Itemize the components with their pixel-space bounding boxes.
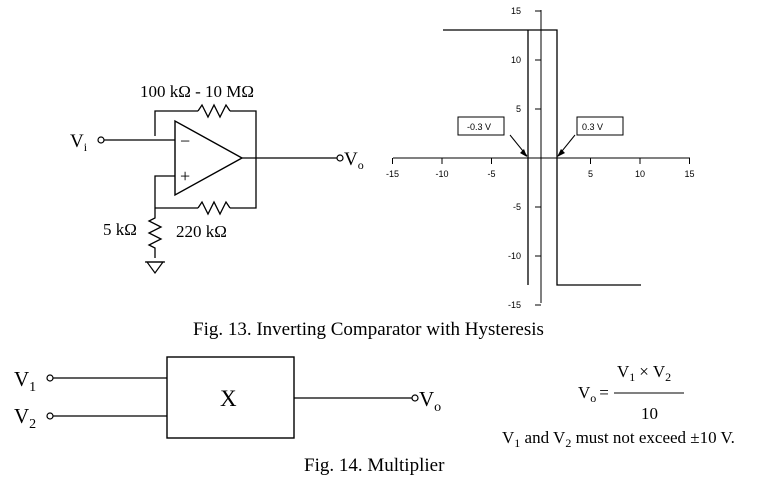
multiplier-block: [166, 356, 295, 439]
hysteresis-resistor-label: 220 kΩ: [176, 222, 227, 241]
threshold-left-arrowhead: [520, 149, 527, 157]
formula-lhs: Vo=: [578, 383, 609, 405]
threshold-left-label: -0.3 V: [467, 122, 491, 132]
threshold-right-arrowhead: [557, 149, 565, 157]
threshold-right-box: [576, 116, 624, 136]
x-tick-label: -10: [435, 169, 448, 179]
comparator-circuit: 100 kΩ - 10 MΩ Vi − + Vo 220 kΩ 5 kΩ: [70, 82, 364, 275]
y-tick-label: 10: [511, 55, 521, 65]
hysteresis-curve-upper: [443, 29, 641, 286]
y-tick-label: -15: [508, 300, 521, 310]
output-label: Vo: [344, 149, 364, 172]
fig13-caption: Fig. 13. Inverting Comparator with Hyste…: [193, 319, 544, 340]
input-terminal: [97, 136, 105, 144]
axis-ticks: -15 -10 -5 5 10 15 15 10 5 -5 -10 -15: [386, 6, 695, 310]
feedback-wire-left: [154, 110, 198, 136]
multiplier-output-terminal: [411, 394, 419, 402]
input-label: Vi: [70, 131, 88, 154]
x-tick-label: -15: [386, 169, 399, 179]
multiplier-output-label: Vo: [419, 387, 441, 415]
y-tick-label: -5: [513, 202, 521, 212]
noninverting-wire: [154, 175, 175, 208]
y-tick-label: 15: [511, 6, 521, 16]
op-amp-triangle: [174, 119, 244, 197]
x-tick-label: 10: [635, 169, 645, 179]
multiplier-diagram: V1 V2 X Vo: [14, 356, 441, 439]
x-tick-label: -5: [487, 169, 495, 179]
y-tick-label: -10: [508, 251, 521, 261]
noninverting-sign: +: [180, 166, 190, 186]
hysteresis-graph: -15 -10 -5 5 10 15 15 10 5 -5 -10 -15 -0.3 V 0.3 V: [386, 6, 695, 310]
ground-resistor: [147, 208, 163, 258]
x-tick-label: 5: [588, 169, 593, 179]
hysteresis-wire-right: [230, 158, 257, 209]
input2-label: V2: [14, 404, 36, 432]
hysteresis-resistor: [197, 200, 231, 216]
multiplier-formula: Vo= V1×V2 10 V1 and V2 must not exceed ±…: [502, 362, 735, 450]
ground-resistor-label: 5 kΩ: [103, 220, 137, 239]
feedback-resistor: [197, 103, 231, 119]
multiplier-symbol: X: [220, 386, 237, 411]
input2-terminal: [46, 412, 54, 420]
y-tick-label: 5: [516, 104, 521, 114]
feedback-wire-right: [230, 110, 257, 158]
inverting-sign: −: [180, 131, 190, 151]
output-terminal: [336, 154, 344, 162]
formula-denominator: 10: [641, 404, 658, 423]
threshold-right-label: 0.3 V: [582, 122, 603, 132]
formula-numerator: V1×V2: [617, 362, 671, 384]
input1-label: V1: [14, 367, 36, 395]
threshold-left-box: [457, 116, 505, 136]
formula-note: V1 and V2 must not exceed ±10 V.: [502, 428, 735, 450]
fig14-caption: Fig. 14. Multiplier: [304, 455, 445, 476]
x-tick-label: 15: [684, 169, 694, 179]
input1-terminal: [46, 374, 54, 382]
ground-icon: [145, 261, 165, 275]
feedback-resistor-label: 100 kΩ - 10 MΩ: [140, 82, 254, 101]
